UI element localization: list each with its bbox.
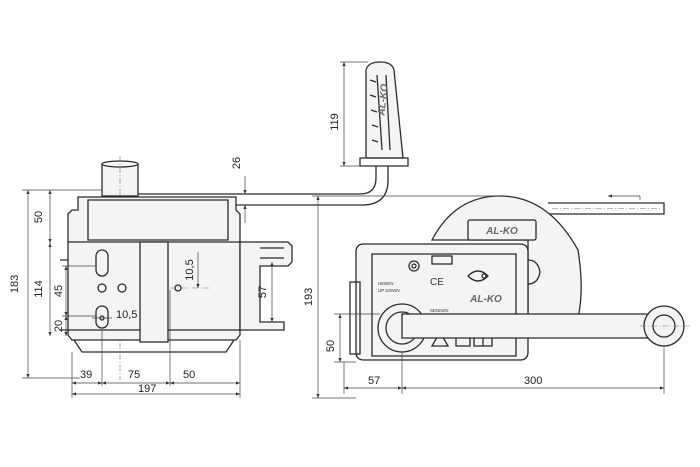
dim-axis-offset: 57: [368, 375, 380, 387]
dim-handle-height: 119: [329, 113, 341, 131]
dim-height-upper: 50: [33, 211, 45, 223]
dim-hole-dia: 10,5: [116, 309, 137, 321]
dim-axis-height: 50: [325, 340, 337, 352]
shaft-boss: [101, 156, 139, 380]
label-heben: HEBEN: [378, 281, 394, 286]
dim-bottom-50: 50: [183, 369, 195, 381]
crank-handle-grip: AL-KO: [359, 61, 409, 167]
winch-housing-side: CE HEBEN UP DOWN SENKEN AL-KO: [349, 243, 529, 361]
handle-brand-label: AL-KO: [376, 83, 390, 117]
dim-crank-offset: 26: [231, 157, 243, 169]
dim-slot-dia: 10,5: [184, 259, 196, 280]
dim-height-total: 183: [9, 275, 21, 293]
dim-height-mid: 114: [33, 280, 45, 298]
crank-arm-side: [401, 305, 690, 347]
label-ce: CE: [430, 277, 444, 288]
winch-drum: AL-KO: [430, 195, 582, 331]
dim-width-total: 197: [138, 383, 156, 395]
dim-bottom-39: 39: [80, 369, 92, 381]
side-view-dimensions: 193 50 57 300: [303, 195, 665, 399]
dim-hole-bottom: 20: [53, 320, 65, 332]
label-up-down: UP DOWN: [378, 288, 400, 293]
winch-housing-front: [60, 196, 293, 353]
dim-arm-length: 300: [524, 375, 542, 387]
dim-hole-spacing: 45: [53, 285, 65, 297]
front-view: AL-KO: [9, 61, 409, 398]
front-view-dimensions: 183 50 114 45 20 10,5 10,5 26 119 57: [9, 61, 368, 398]
dim-side-height: 193: [303, 288, 315, 306]
dim-side-57: 57: [257, 286, 269, 298]
winch-strap: [548, 194, 665, 215]
plate-brand-label: AL-KO: [469, 294, 502, 305]
drum-brand-label: AL-KO: [485, 226, 518, 237]
side-view: AL-KO CE HEBEN UP DOWN SENKEN AL-KO: [303, 194, 690, 399]
dim-bottom-75: 75: [128, 369, 140, 381]
crank-arm: [138, 166, 389, 206]
label-senken: SENKEN: [430, 308, 449, 313]
